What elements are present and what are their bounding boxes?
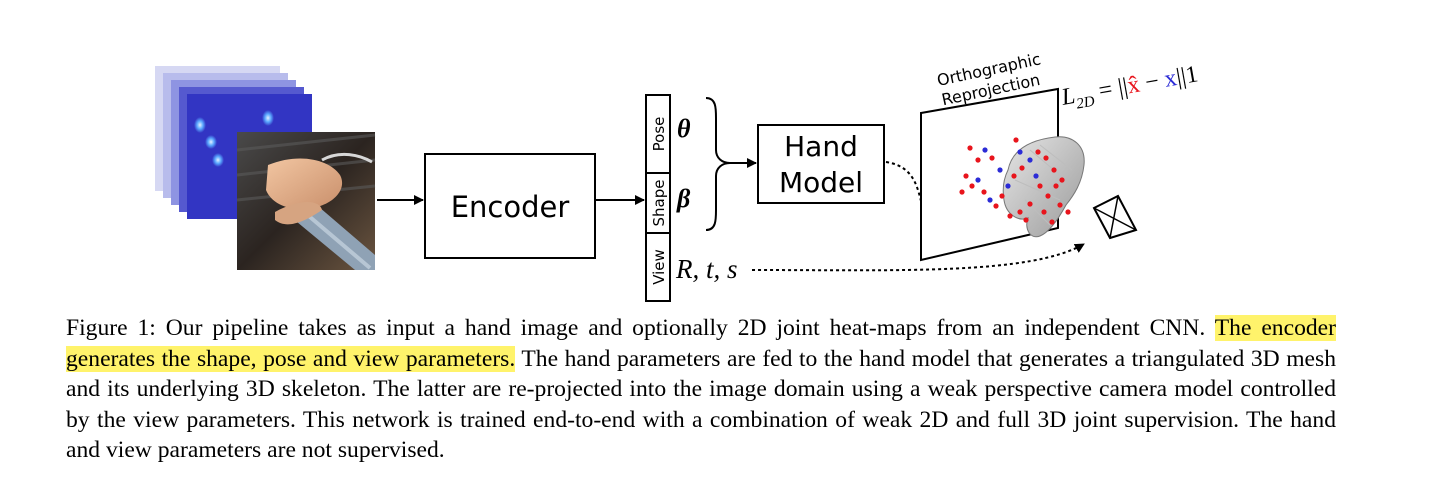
- joint-dot: [1027, 201, 1033, 207]
- heatmap-blob: [205, 135, 217, 149]
- encoder-label: Encoder: [451, 190, 570, 224]
- parameter-vector: Pose Shape View: [645, 94, 671, 302]
- joint-dot: [1011, 173, 1017, 179]
- joint-dot: [1013, 137, 1019, 143]
- encoder-box: [424, 153, 596, 259]
- joint-dot: [1045, 193, 1051, 199]
- arrow-view-to-camera: [751, 243, 1085, 272]
- projected-hand-mesh: [1002, 136, 1085, 238]
- joint-dot: [969, 183, 975, 189]
- joint-dot: [1017, 209, 1023, 215]
- joint-dot: [982, 147, 988, 153]
- hand-model-label-line2: Model: [779, 166, 863, 199]
- hand-model-label-line1: Hand: [784, 130, 858, 163]
- joint-dot: [1023, 217, 1029, 223]
- heatmap-blob: [262, 110, 274, 126]
- view-symbol: R, t, s: [675, 254, 738, 284]
- pose-param-box: [645, 94, 671, 174]
- projected-joints: [959, 137, 1071, 225]
- joint-dot: [997, 167, 1003, 173]
- joint-dot: [963, 173, 969, 179]
- caption-prefix: Figure 1: Our pipeline takes as input a …: [66, 315, 1215, 341]
- loss-lhs: L: [1059, 83, 1078, 111]
- joint-dot: [1037, 183, 1043, 189]
- caption-rest: The hand parameters are fed to the hand …: [66, 345, 1336, 464]
- joint-dot: [1005, 183, 1011, 189]
- joint-dot: [975, 157, 981, 163]
- loss-x: x: [1162, 65, 1178, 93]
- camera-icon: [1092, 194, 1138, 240]
- joint-dot: [1057, 202, 1063, 208]
- view-param-box: [645, 232, 671, 302]
- joint-dot: [1059, 177, 1065, 183]
- svg-text:L2D = ||x̂ − x||1: L2D = ||x̂ − x||1: [1059, 61, 1201, 115]
- joint-dot: [1053, 183, 1059, 189]
- loss-formula: L2D = ||x̂ − x||1: [1059, 61, 1201, 115]
- pipeline-figure: Encoder Pose Shape View θ β R, t, s Hand…: [155, 49, 1201, 302]
- joint-dot: [1007, 213, 1013, 219]
- joint-dot: [1043, 155, 1049, 161]
- joint-dot: [981, 189, 987, 195]
- loss-norm: ||1: [1174, 61, 1200, 90]
- joint-dot: [1065, 209, 1071, 215]
- joint-dot: [989, 155, 995, 161]
- hand-model-box: [757, 124, 885, 204]
- loss-subscript: 2D: [1075, 94, 1096, 113]
- loss-equals: = ||: [1091, 74, 1130, 106]
- joint-dot: [1017, 149, 1023, 155]
- projection-plane: [920, 87, 1085, 262]
- loss-minus: −: [1137, 67, 1167, 97]
- view-param-label: View: [650, 249, 668, 285]
- input-hand-image: [236, 132, 376, 270]
- joint-dot: [975, 177, 981, 183]
- pose-symbol: θ: [677, 114, 691, 143]
- joint-dot: [1027, 157, 1033, 163]
- loss-xhat: x̂: [1125, 72, 1141, 100]
- joint-dot: [1035, 149, 1041, 155]
- param-brace: [705, 97, 731, 231]
- joint-dot: [967, 145, 973, 151]
- shape-symbol: β: [676, 184, 691, 213]
- heatmap-blob: [212, 153, 224, 167]
- joint-dot: [1049, 219, 1055, 225]
- joint-dot: [1033, 173, 1039, 179]
- shape-param-label: Shape: [650, 180, 668, 227]
- joint-dot: [1041, 209, 1047, 215]
- joint-dot: [1051, 167, 1057, 173]
- shape-param-box: [645, 172, 671, 234]
- pose-param-label: Pose: [650, 117, 668, 152]
- heatmap-blob: [194, 117, 206, 133]
- joint-dot: [987, 197, 993, 203]
- joint-dot: [993, 203, 999, 209]
- joint-dot: [1019, 165, 1025, 171]
- joint-dot: [999, 193, 1005, 199]
- joint-dot: [959, 189, 965, 195]
- figure-caption: Figure 1: Our pipeline takes as input a …: [66, 313, 1336, 466]
